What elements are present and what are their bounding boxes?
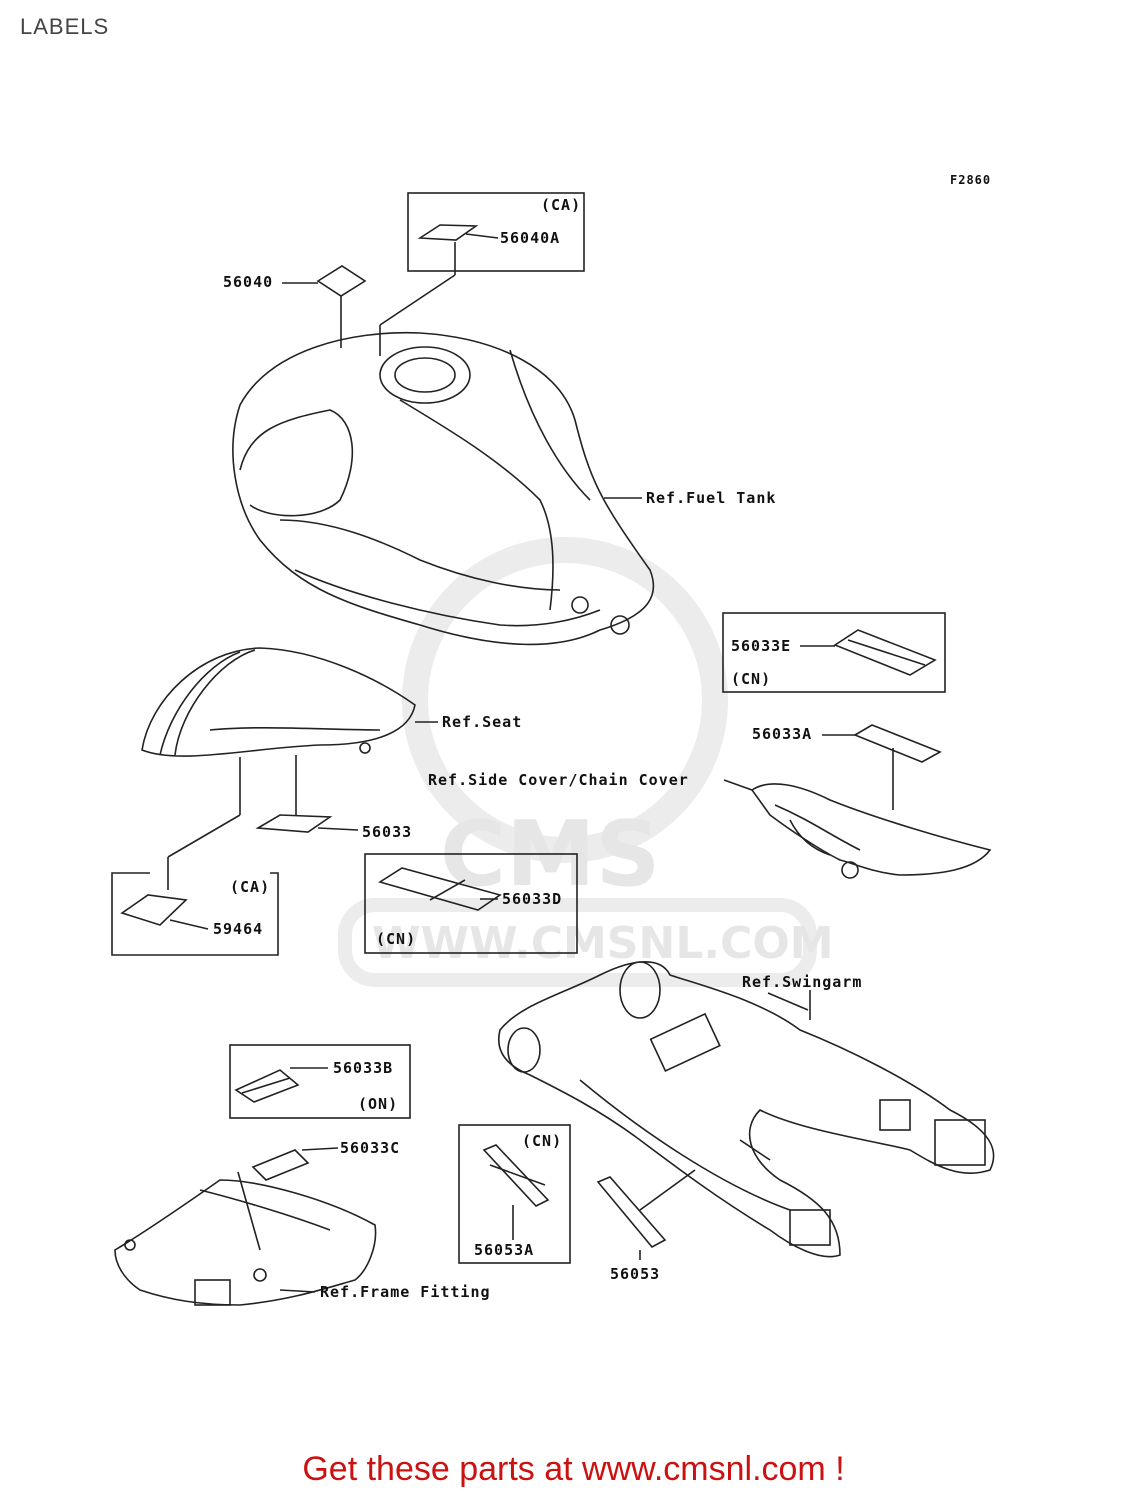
part-label-59464: 59464 [213, 920, 263, 938]
label-56040A-shape [417, 224, 479, 241]
region-tag-ca-top: (CA) [541, 196, 581, 214]
cn-e-box [722, 612, 946, 693]
label-56053A-shape [482, 1144, 550, 1207]
page-title: LABELS [20, 14, 110, 39]
label-59464-shape [120, 894, 188, 926]
label-56033A-shape [853, 724, 942, 763]
label-56033C-shape [251, 1149, 310, 1181]
part-label-56040A: 56040A [500, 229, 560, 247]
ref-seat: Ref.Seat [442, 713, 522, 731]
part-label-56053A: 56053A [474, 1241, 534, 1259]
part-label-56033: 56033 [362, 823, 412, 841]
part-label-56033B: 56033B [333, 1059, 393, 1077]
region-tag-cn-b: (ON) [358, 1095, 398, 1113]
ca-left-box [111, 872, 279, 956]
watermark-url-text: WWW.CMSNL.COM [372, 918, 834, 969]
part-label-56053: 56053 [610, 1265, 660, 1283]
cn-53a-box [458, 1124, 571, 1264]
label-56040-shape [316, 265, 367, 297]
region-tag-ca-left: (CA) [230, 878, 270, 896]
region-tag-cn-d: (CN) [376, 930, 416, 948]
part-label-56033C: 56033C [340, 1139, 400, 1157]
ref-side-cover: Ref.Side Cover/Chain Cover [428, 771, 689, 789]
side-cover-outline [750, 783, 992, 879]
parts-diagram: CMS WWW.CMSNL.COM F2860 [111, 173, 995, 1306]
label-56033E-shape [833, 629, 937, 676]
cn-d-box [364, 853, 578, 954]
ca-top-box [407, 192, 585, 272]
ref-frame-fitting: Ref.Frame Fitting [320, 1283, 491, 1301]
label-56033D-shape [378, 867, 502, 911]
part-label-56040: 56040 [223, 273, 273, 291]
footer-cta-link[interactable]: Get these parts at www.cmsnl.com ! [302, 1450, 845, 1488]
seat-outline [141, 647, 416, 757]
part-label-56033A: 56033A [752, 725, 812, 743]
part-label-56033E: 56033E [731, 637, 791, 655]
part-label-56033D: 56033D [502, 890, 562, 908]
ref-fuel-tank: Ref.Fuel Tank [646, 489, 776, 507]
label-56033B-shape [234, 1069, 300, 1103]
swingarm-outline [498, 961, 995, 1258]
figure-code: F2860 [950, 173, 991, 187]
label-56053-shape [596, 1176, 667, 1249]
region-tag-cn-e: (CN) [731, 670, 771, 688]
region-tag-cn-53a: (CN) [522, 1132, 562, 1150]
cn-b-box [229, 1044, 411, 1119]
ref-swingarm: Ref.Swingarm [742, 973, 862, 991]
frame-fitting-outline [114, 1179, 377, 1306]
fuel-tank-outline [232, 331, 655, 646]
label-56033-shape [255, 814, 333, 833]
